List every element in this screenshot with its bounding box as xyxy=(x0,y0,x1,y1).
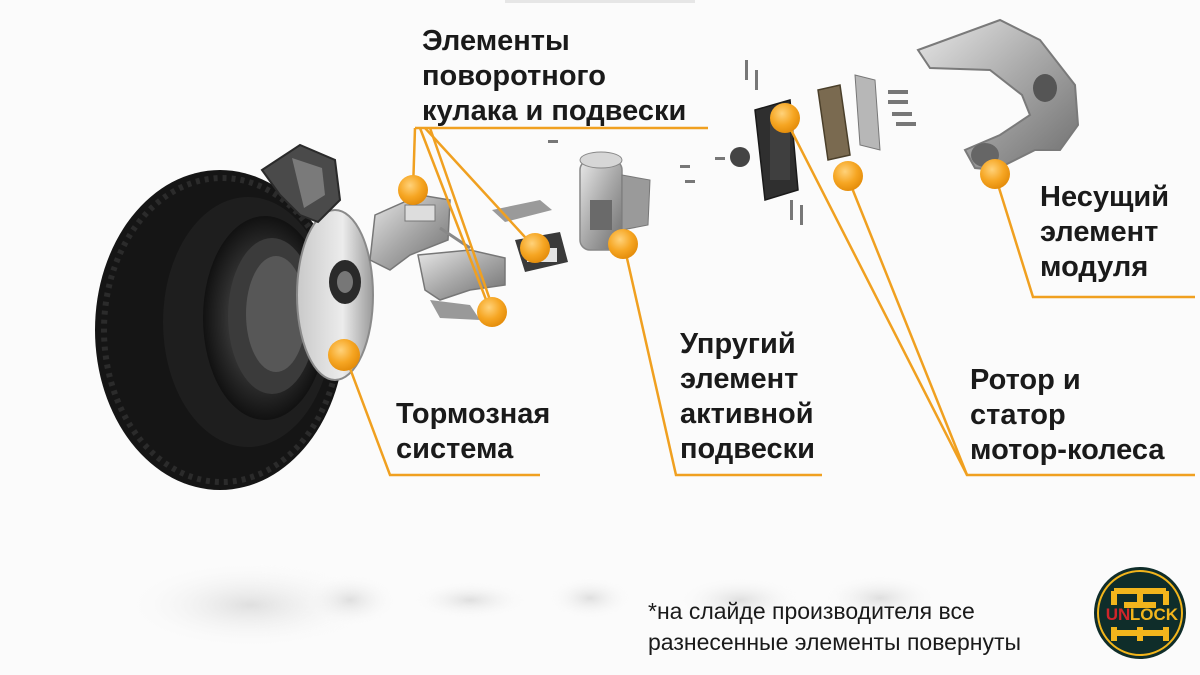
leader-motor-stator xyxy=(846,177,969,476)
label-carrier-line-1: Несущий xyxy=(1040,181,1170,213)
label-knuckle: Элементы поворотного кулака и подвески xyxy=(422,24,686,129)
unlock-logo: UN LOCK xyxy=(1094,567,1186,659)
leader-brake xyxy=(343,354,540,477)
leader-lines xyxy=(343,117,1195,477)
label-brake-line-2: система xyxy=(396,433,514,465)
label-knuckle-line-3: кулака и подвески xyxy=(422,95,687,127)
label-knuckle-line-2: поворотного xyxy=(422,60,606,92)
label-motor-line-3: мотор-колеса xyxy=(970,434,1165,466)
carrier-bracket-icon xyxy=(916,18,1080,172)
label-knuckle-line-1: Элементы xyxy=(422,25,570,57)
damper-icon xyxy=(579,151,651,251)
top-divider xyxy=(505,0,695,3)
label-spring-line-4: подвески xyxy=(680,433,815,465)
knuckle-parts-icon xyxy=(369,194,568,320)
label-spring-line-2: элемент xyxy=(680,363,799,395)
label-carrier: Несущий элемент модуля xyxy=(1040,180,1169,285)
dot-knuckle-3 xyxy=(477,297,507,327)
dot-spring xyxy=(608,229,638,259)
label-carrier-line-3: модуля xyxy=(1040,251,1149,283)
brake-caliper-icon xyxy=(260,143,342,224)
footnote-line-2: разнесенные элементы повернуты xyxy=(648,629,1022,655)
dot-knuckle-1 xyxy=(398,175,428,205)
label-spring: Упругий элемент активной подвески xyxy=(680,327,815,467)
leader-spring xyxy=(622,244,822,477)
label-brake-line-1: Тормозная xyxy=(396,398,551,430)
callout-dots xyxy=(328,103,1010,371)
label-motor: Ротор и статор мотор-колеса xyxy=(970,363,1165,468)
label-spring-line-1: Упругий xyxy=(680,328,796,360)
brake-disc-icon xyxy=(296,209,374,381)
label-spring-line-3: активной xyxy=(680,398,814,430)
logo-text-lock: LOCK xyxy=(1130,605,1179,624)
label-carrier-line-2: элемент xyxy=(1040,216,1159,248)
leader-carrier xyxy=(993,174,1195,299)
label-brake: Тормозная система xyxy=(396,397,550,467)
dot-brake xyxy=(328,339,360,371)
label-motor-line-1: Ротор и xyxy=(970,364,1081,396)
dot-carrier xyxy=(980,159,1010,189)
dot-stator xyxy=(833,161,863,191)
floor-reflection xyxy=(130,563,935,647)
small-pins-icon xyxy=(548,60,916,225)
dot-knuckle-2 xyxy=(520,233,550,263)
label-motor-line-2: статор xyxy=(970,399,1066,431)
logo-text-un: UN xyxy=(1106,605,1131,624)
footnote: *на слайде производителя все разнесенные… xyxy=(648,596,1021,658)
dot-rotor xyxy=(770,103,800,133)
footnote-line-1: *на слайде производителя все xyxy=(648,598,975,624)
